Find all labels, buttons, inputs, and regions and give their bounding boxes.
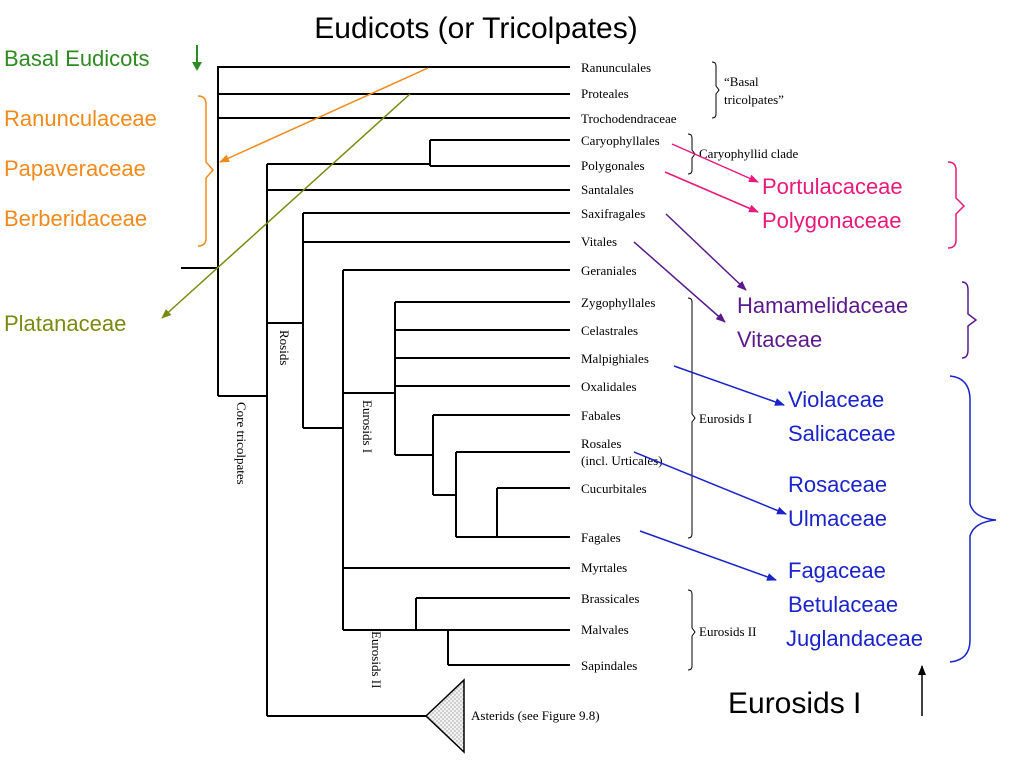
bracket-caryophyllid-families — [947, 161, 966, 249]
arrow-fagales-to-fagaceae — [639, 530, 777, 581]
label-rosids-vertical: Rosids — [277, 330, 292, 365]
tree-brackets — [687, 61, 720, 671]
label-violaceae: Violaceae — [788, 387, 884, 412]
asterids-triangle — [424, 678, 465, 754]
taxon-oxalidales: Oxalidales — [581, 379, 637, 394]
basal-eudicots-arrowhead — [192, 62, 202, 71]
label-portulacaceae: Portulacaceae — [762, 174, 903, 199]
taxon-myrtales: Myrtales — [581, 560, 627, 575]
arrow-rosales-to-rosaceae — [633, 451, 787, 515]
arrow-vitales-to-vitaceae — [633, 241, 726, 323]
taxon-saxifragales: Saxifragales — [581, 206, 645, 221]
taxon-vitales: Vitales — [581, 234, 617, 249]
arrow-proteales-to-platanaceae — [161, 93, 411, 319]
bracket-eurosids1 — [687, 297, 696, 539]
taxon-sapindales: Sapindales — [581, 658, 637, 673]
label-platanaceae: Platanaceae — [4, 311, 126, 336]
taxon-malvales: Malvales — [581, 622, 629, 637]
label-eurosids1-vertical: Eurosids I — [360, 400, 375, 453]
taxon-fagales: Fagales — [581, 530, 621, 545]
label-eurosids2-vertical: Eurosids II — [369, 631, 384, 688]
label-ranunculaceae: Ranunculaceae — [4, 106, 157, 131]
taxon-brassicales: Brassicales — [581, 591, 639, 606]
arrow-malpighiales-to-violaceae — [673, 365, 785, 406]
arrow-ranunculales-to-families — [219, 67, 429, 163]
label-salicaceae: Salicaceae — [788, 421, 896, 446]
label-papaveraceae: Papaveraceae — [4, 156, 146, 181]
taxon-rosales: Rosales — [581, 436, 621, 451]
label-basal-tricolpates-line2: tricolpates” — [724, 92, 784, 107]
taxon-fabales: Fabales — [581, 408, 621, 423]
label-fagaceae: Fagaceae — [788, 558, 886, 583]
label-hamamelidaceae: Hamamelidaceae — [737, 293, 908, 318]
label-betulaceae: Betulaceae — [788, 592, 898, 617]
taxon-santalales: Santalales — [581, 182, 634, 197]
taxon-asterids: Asterids (see Figure 9.8) — [471, 708, 600, 723]
label-core-tricolpates-vertical: Core tricolpates — [234, 402, 249, 485]
taxon-ranunculales: Ranunculales — [581, 60, 651, 75]
taxon-zygophyllales: Zygophyllales — [581, 295, 655, 310]
label-ulmaceae: Ulmaceae — [788, 506, 887, 531]
bracket-basal-families — [197, 95, 214, 247]
label-berberidaceae: Berberidaceae — [4, 206, 147, 231]
bracket-eurosids-families — [949, 375, 997, 663]
bracket-basal-tricolpates — [711, 61, 720, 119]
bracket-eurosids2 — [687, 589, 696, 671]
taxon-cucurbitales: Cucurbitales — [581, 481, 647, 496]
arrow-saxifragales-to-hamamelidaceae — [665, 213, 747, 291]
label-juglandaceae: Juglandaceae — [786, 626, 923, 651]
taxon-geraniales: Geraniales — [581, 263, 637, 278]
label-basal-tricolpates-line1: “Basal — [724, 74, 759, 89]
label-eurosids-big: Eurosids I — [728, 687, 861, 720]
taxon-polygonales: Polygonales — [581, 158, 645, 173]
page-title: Eudicots (or Tricolpates) — [314, 12, 637, 45]
taxon-rosales-note: (incl. Urticales) — [581, 453, 663, 468]
label-basal-eudicots: Basal Eudicots — [4, 46, 150, 71]
label-rosaceae: Rosaceae — [788, 472, 887, 497]
arrow-caryophyllales-to-portulacaceae — [671, 143, 759, 183]
taxon-caryophyllales: Caryophyllales — [581, 133, 660, 148]
arrow-polygonales-to-polygonaceae — [664, 171, 759, 213]
taxa-labels: Ranunculales Proteales Trochodendraceae … — [471, 60, 677, 723]
taxon-malpighiales: Malpighiales — [581, 351, 649, 366]
label-eurosids1: Eurosids I — [699, 411, 752, 426]
cladogram-tree — [181, 66, 570, 717]
bracket-hamamelidaceae-vitaceae — [961, 281, 978, 359]
label-caryophyllid-clade: Caryophyllid clade — [699, 146, 799, 161]
label-eurosids2: Eurosids II — [699, 624, 756, 639]
label-polygonaceae: Polygonaceae — [762, 208, 901, 233]
taxon-trochodendraceae: Trochodendraceae — [581, 111, 677, 126]
taxon-proteales: Proteales — [581, 86, 629, 101]
label-vitaceae: Vitaceae — [737, 327, 822, 352]
taxon-celastrales: Celastrales — [581, 323, 638, 338]
